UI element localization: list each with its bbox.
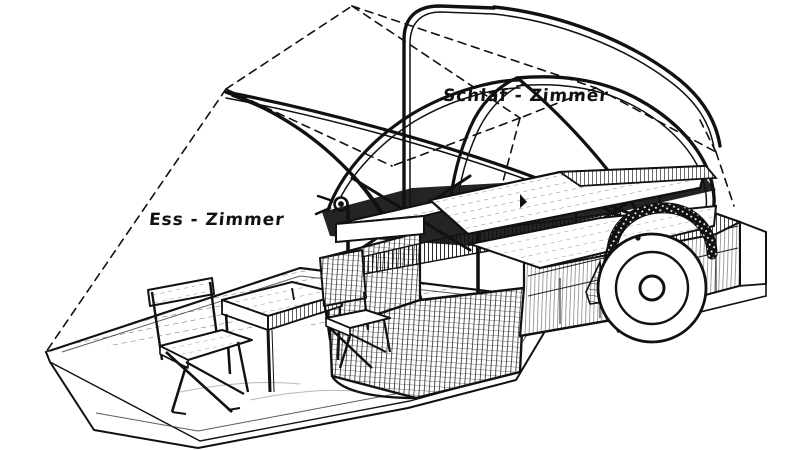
folding-chair-left	[147, 277, 253, 415]
label-sleeping-area: Schlaf - Zimmer	[442, 86, 610, 106]
label-dining-area: Ess - Zimmer	[148, 210, 286, 230]
deck-shadows	[179, 381, 363, 401]
dashed-tent-outline	[45, 5, 735, 353]
folding-chair-right	[319, 249, 392, 369]
folding-bed-platform	[335, 164, 718, 270]
road-wheel	[585, 202, 718, 344]
